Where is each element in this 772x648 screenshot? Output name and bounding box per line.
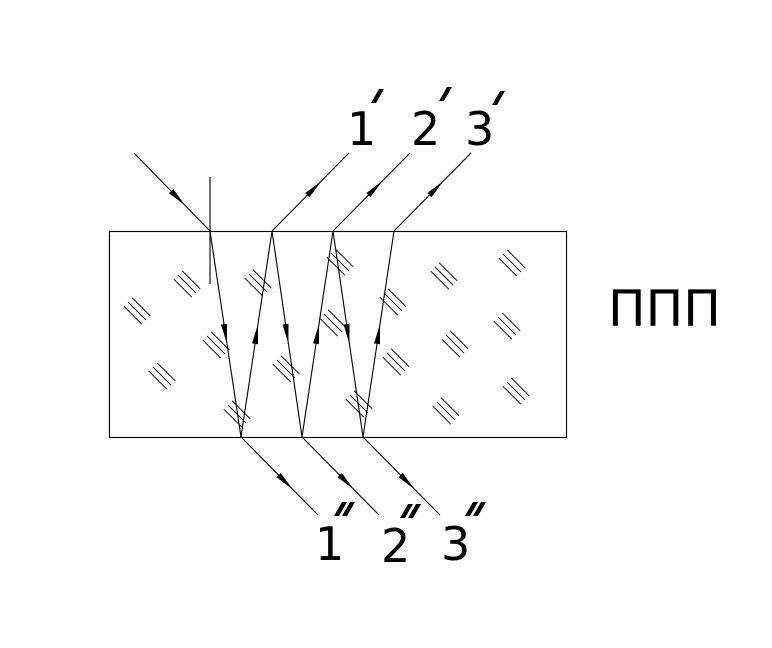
- hatch-mark: [493, 312, 521, 340]
- reflected-label-2: 2: [411, 102, 440, 156]
- rays: [133, 152, 472, 516]
- prime-mark-3: [492, 91, 505, 105]
- hatch-mark: [502, 377, 530, 405]
- double-prime-mark-1: [334, 502, 355, 516]
- hatch-mark: [202, 331, 230, 359]
- hatch-mark: [432, 397, 460, 425]
- arrowhead: [252, 324, 258, 345]
- arrowhead: [221, 323, 227, 344]
- medium-label: ППП: [608, 280, 721, 338]
- glass-hatching: [123, 248, 530, 428]
- reflected-label-1: 1: [347, 102, 376, 156]
- hatch-mark: [498, 249, 526, 277]
- transmitted-label-3: 3: [441, 517, 470, 571]
- hatch-mark: [148, 362, 176, 390]
- prime-mark-2: [439, 87, 452, 101]
- double-prime-mark-2: [400, 504, 421, 518]
- arrowhead: [276, 473, 293, 490]
- prime-mark-1: [371, 89, 384, 103]
- hatch-mark: [319, 309, 347, 337]
- arrowhead: [337, 473, 354, 490]
- hatch-mark: [441, 330, 469, 358]
- double-prime-mark-3: [465, 502, 486, 516]
- arrowhead: [305, 181, 322, 198]
- arrowhead: [366, 181, 383, 198]
- hatch-mark: [123, 297, 151, 325]
- hatch-mark: [244, 269, 272, 297]
- arrowhead: [398, 473, 415, 490]
- hatch-mark: [272, 355, 300, 383]
- reflected-label-3: 3: [465, 102, 494, 156]
- transmitted-label-2: 2: [381, 519, 410, 573]
- hatch-mark: [173, 270, 201, 298]
- arrowhead: [282, 323, 289, 344]
- arrowhead: [169, 189, 186, 206]
- arrowhead: [427, 181, 444, 198]
- hatch-mark: [379, 288, 407, 316]
- transmitted-label-1: 1: [315, 517, 344, 571]
- ray-arrowheads: [169, 181, 444, 490]
- reflected-labels: 1 2 3: [347, 87, 505, 156]
- arrowhead: [374, 324, 380, 345]
- arrowhead: [313, 324, 319, 345]
- transmitted-labels: 1 2 3: [315, 502, 486, 573]
- hatch-mark: [326, 248, 354, 276]
- hatch-mark: [430, 262, 458, 290]
- glass-plate: [108, 230, 568, 439]
- arrowhead: [343, 323, 350, 344]
- hatch-mark: [382, 348, 410, 376]
